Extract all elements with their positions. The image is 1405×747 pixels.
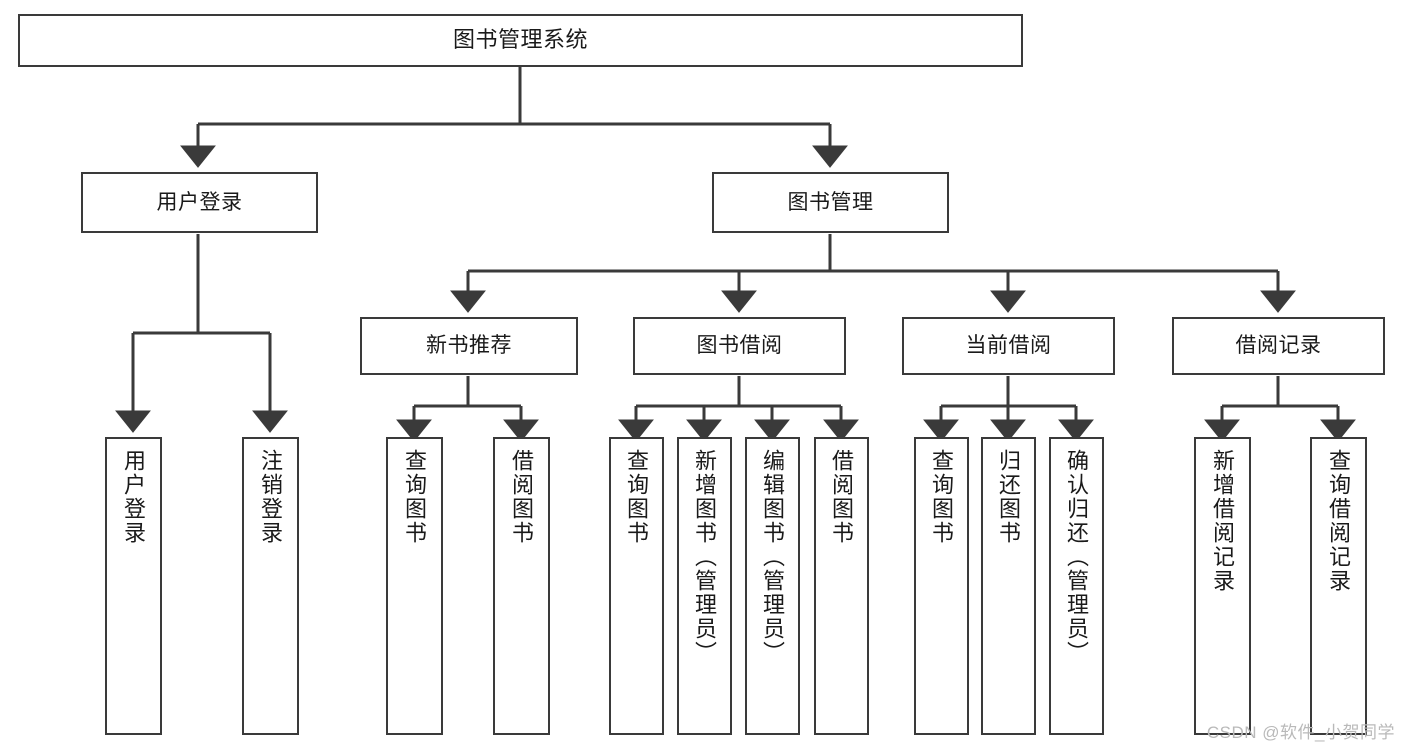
node-leaf-query-book-2[interactable]: 查询图书 <box>609 437 664 735</box>
node-leaf-borrow-book-1-label: 借阅图书 <box>509 449 535 545</box>
node-leaf-return-book-label: 归还图书 <box>996 449 1022 545</box>
node-borrow-record[interactable]: 借阅记录 <box>1172 317 1385 375</box>
node-book-borrow[interactable]: 图书借阅 <box>633 317 846 375</box>
node-book-manage[interactable]: 图书管理 <box>712 172 949 233</box>
node-root-label: 图书管理系统 <box>452 27 588 53</box>
node-leaf-query-book-3-label: 查询图书 <box>929 449 955 545</box>
node-leaf-borrow-book-2-label: 借阅图书 <box>829 449 855 545</box>
node-leaf-edit-book[interactable]: 编辑图书（管理员） <box>745 437 800 735</box>
node-leaf-borrow-book-1[interactable]: 借阅图书 <box>493 437 550 735</box>
node-leaf-query-record-label: 查询借阅记录 <box>1326 449 1352 593</box>
node-leaf-confirm-return[interactable]: 确认归还（管理员） <box>1049 437 1104 735</box>
node-leaf-borrow-book-2[interactable]: 借阅图书 <box>814 437 869 735</box>
node-user-login[interactable]: 用户登录 <box>81 172 318 233</box>
node-borrow-record-label: 借阅记录 <box>1235 334 1322 358</box>
node-leaf-add-record[interactable]: 新增借阅记录 <box>1194 437 1251 735</box>
node-leaf-return-book[interactable]: 归还图书 <box>981 437 1036 735</box>
node-leaf-add-book-label: 新增图书（管理员） <box>692 449 718 665</box>
node-current-borrow[interactable]: 当前借阅 <box>902 317 1115 375</box>
node-leaf-query-book-1-label: 查询图书 <box>402 449 428 545</box>
node-user-login-label: 用户登录 <box>156 190 243 214</box>
node-leaf-logout-label: 注销登录 <box>258 449 284 545</box>
node-leaf-query-book-3[interactable]: 查询图书 <box>914 437 969 735</box>
node-root[interactable]: 图书管理系统 <box>18 14 1023 67</box>
node-book-borrow-label: 图书借阅 <box>696 334 783 358</box>
node-leaf-query-book-2-label: 查询图书 <box>624 449 650 545</box>
node-leaf-logout[interactable]: 注销登录 <box>242 437 299 735</box>
node-current-borrow-label: 当前借阅 <box>965 334 1052 358</box>
node-leaf-add-record-label: 新增借阅记录 <box>1210 449 1236 593</box>
node-leaf-confirm-return-label: 确认归还（管理员） <box>1064 449 1090 665</box>
watermark-text: CSDN @软件_小贺同学 <box>1206 723 1395 742</box>
node-leaf-edit-book-label: 编辑图书（管理员） <box>760 449 786 665</box>
node-leaf-query-record[interactable]: 查询借阅记录 <box>1310 437 1367 735</box>
node-leaf-user-login[interactable]: 用户登录 <box>105 437 162 735</box>
node-book-manage-label: 图书管理 <box>787 190 874 214</box>
node-leaf-user-login-label: 用户登录 <box>121 449 147 545</box>
node-new-book-rec-label: 新书推荐 <box>426 334 512 358</box>
node-leaf-add-book[interactable]: 新增图书（管理员） <box>677 437 732 735</box>
node-new-book-rec[interactable]: 新书推荐 <box>360 317 578 375</box>
node-leaf-query-book-1[interactable]: 查询图书 <box>386 437 443 735</box>
